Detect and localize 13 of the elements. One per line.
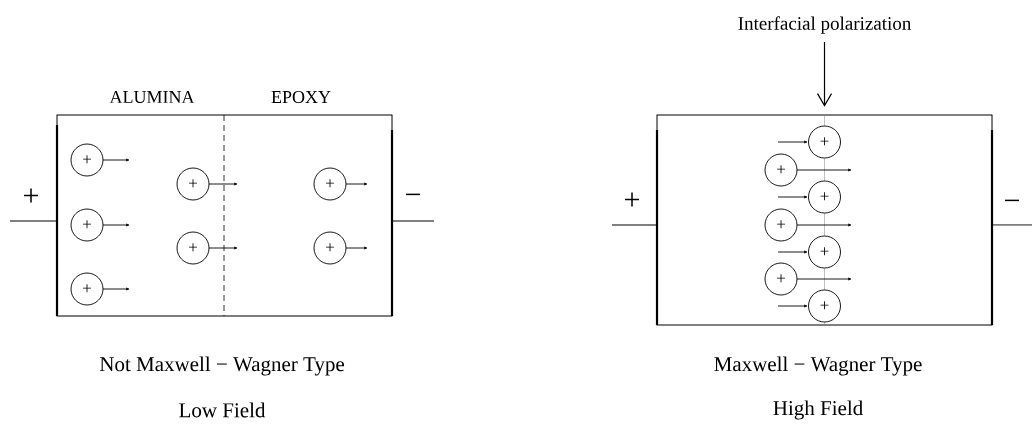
dielectric-box	[656, 114, 993, 326]
polarity-sign: +	[24, 188, 38, 203]
caption-text: Low Field	[179, 402, 266, 418]
caption-text: High Field	[773, 400, 863, 420]
annotation-text: Interfacial polarization	[738, 16, 912, 34]
polarity-sign: −	[406, 193, 420, 196]
polarity-sign: −	[1005, 199, 1019, 202]
arrow	[816, 41, 833, 107]
caption-text: Maxwell − Wagner Type	[714, 356, 922, 376]
node-label: EPOXY	[271, 90, 331, 104]
node-label: ALUMINA	[109, 90, 195, 104]
caption-text: Not Maxwell − Wagner Type	[99, 356, 345, 376]
polarity-sign: +	[625, 192, 639, 207]
